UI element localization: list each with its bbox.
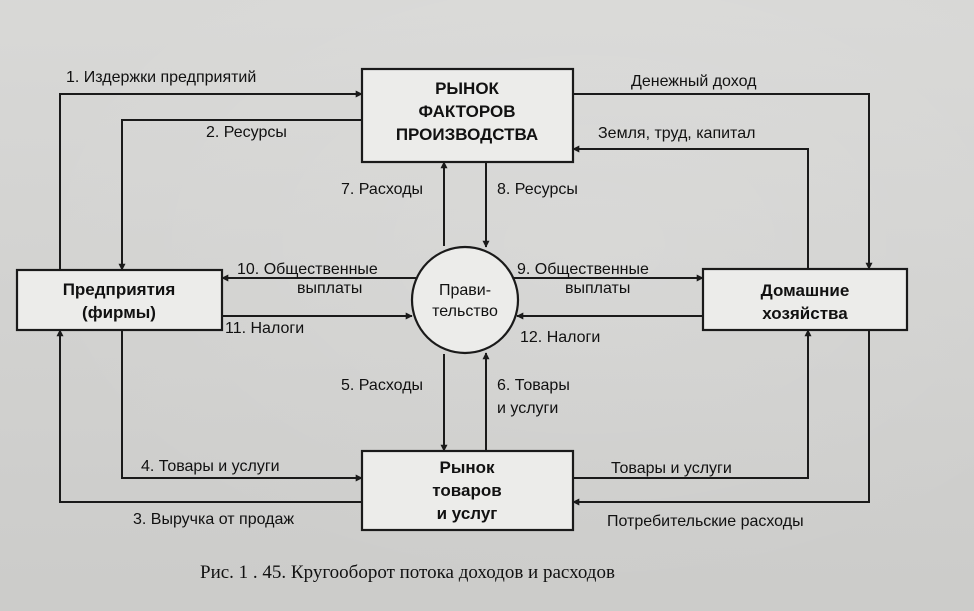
- firms-line-1: Предприятия: [63, 280, 176, 299]
- label-goods-to-gov-2: и услуги: [497, 400, 558, 417]
- flow-line-land-labor-capital: [572, 145, 809, 269]
- government-line-2: тельство: [432, 303, 498, 320]
- label-consumer-spending: Потребительские расходы: [607, 513, 804, 530]
- label-costs: 1. Издержки предприятий: [66, 69, 256, 86]
- goods-market-line-3: и услуг: [437, 504, 498, 523]
- label-goods-from-firms: 4. Товары и услуги: [141, 458, 280, 475]
- label-taxes-firms: 11. Налоги: [225, 320, 304, 337]
- label-public-payments-firms-1: 10. Общественные: [237, 261, 378, 278]
- factor-market-line-1: РЫНОК: [435, 79, 499, 98]
- label-goods-to-households: Товары и услуги: [611, 460, 732, 477]
- goods-market-node: Рынок товаров и услуг: [360, 449, 575, 532]
- households-node: Домашние хозяйства: [701, 267, 909, 332]
- flow-line-sales-revenue: [56, 329, 362, 503]
- flow-line-goods-from-firms: [121, 330, 363, 482]
- label-land-labor-capital: Земля, труд, капитал: [598, 125, 755, 142]
- label-gov-spending-goods: 5. Расходы: [341, 377, 423, 394]
- label-goods-to-gov-1: 6. Товары: [497, 377, 570, 394]
- label-gov-spending-factors: 7. Расходы: [341, 181, 423, 198]
- flow-line-consumer-spending: [572, 330, 870, 506]
- goods-market-line-2: товаров: [432, 481, 501, 500]
- government-node: Прави- тельство: [410, 245, 520, 355]
- label-public-payments-firms-2: выплаты: [297, 280, 362, 297]
- label-resources-to-firms: 2. Ресурсы: [206, 124, 287, 141]
- flow-line-costs: [59, 90, 363, 270]
- flow-line-resources-to-firms: [118, 119, 362, 271]
- factor-market-line-2: ФАКТОРОВ: [419, 102, 516, 121]
- figure-caption: Рис. 1 . 45. Кругооборот потока доходов …: [200, 562, 615, 583]
- flow-line-money-income: [573, 93, 873, 270]
- households-line-2: хозяйства: [762, 304, 848, 323]
- firms-line-2: (фирмы): [82, 303, 156, 322]
- flow-line-goods-to-households: [573, 329, 812, 479]
- government-line-1: Прави-: [439, 282, 491, 299]
- goods-market-line-1: Рынок: [439, 458, 495, 477]
- firms-node: Предприятия (фирмы): [15, 268, 224, 332]
- label-taxes-households: 12. Налоги: [520, 329, 600, 346]
- label-sales-revenue: 3. Выручка от продаж: [133, 511, 294, 528]
- label-resources-to-gov: 8. Ресурсы: [497, 181, 578, 198]
- factor-market-line-3: ПРОИЗВОДСТВА: [396, 125, 538, 144]
- label-public-payments-households-1: 9. Общественные: [517, 261, 649, 278]
- factor-market-node: РЫНОК ФАКТОРОВ ПРОИЗВОДСТВА: [360, 67, 575, 164]
- label-money-income: Денежный доход: [631, 73, 757, 90]
- label-public-payments-households-2: выплаты: [565, 280, 630, 297]
- households-line-1: Домашние: [761, 281, 850, 300]
